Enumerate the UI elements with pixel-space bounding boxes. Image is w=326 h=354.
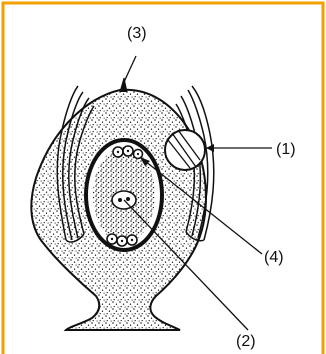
leader-line-3 [124, 56, 136, 82]
label-2: (2) [236, 333, 256, 350]
highlight-circle [165, 130, 205, 170]
embryo-sac [86, 140, 162, 250]
label-3: (3) [127, 25, 147, 42]
label-4: (4) [264, 249, 284, 266]
ovule-tip [120, 78, 127, 92]
label-1: (1) [276, 141, 296, 158]
